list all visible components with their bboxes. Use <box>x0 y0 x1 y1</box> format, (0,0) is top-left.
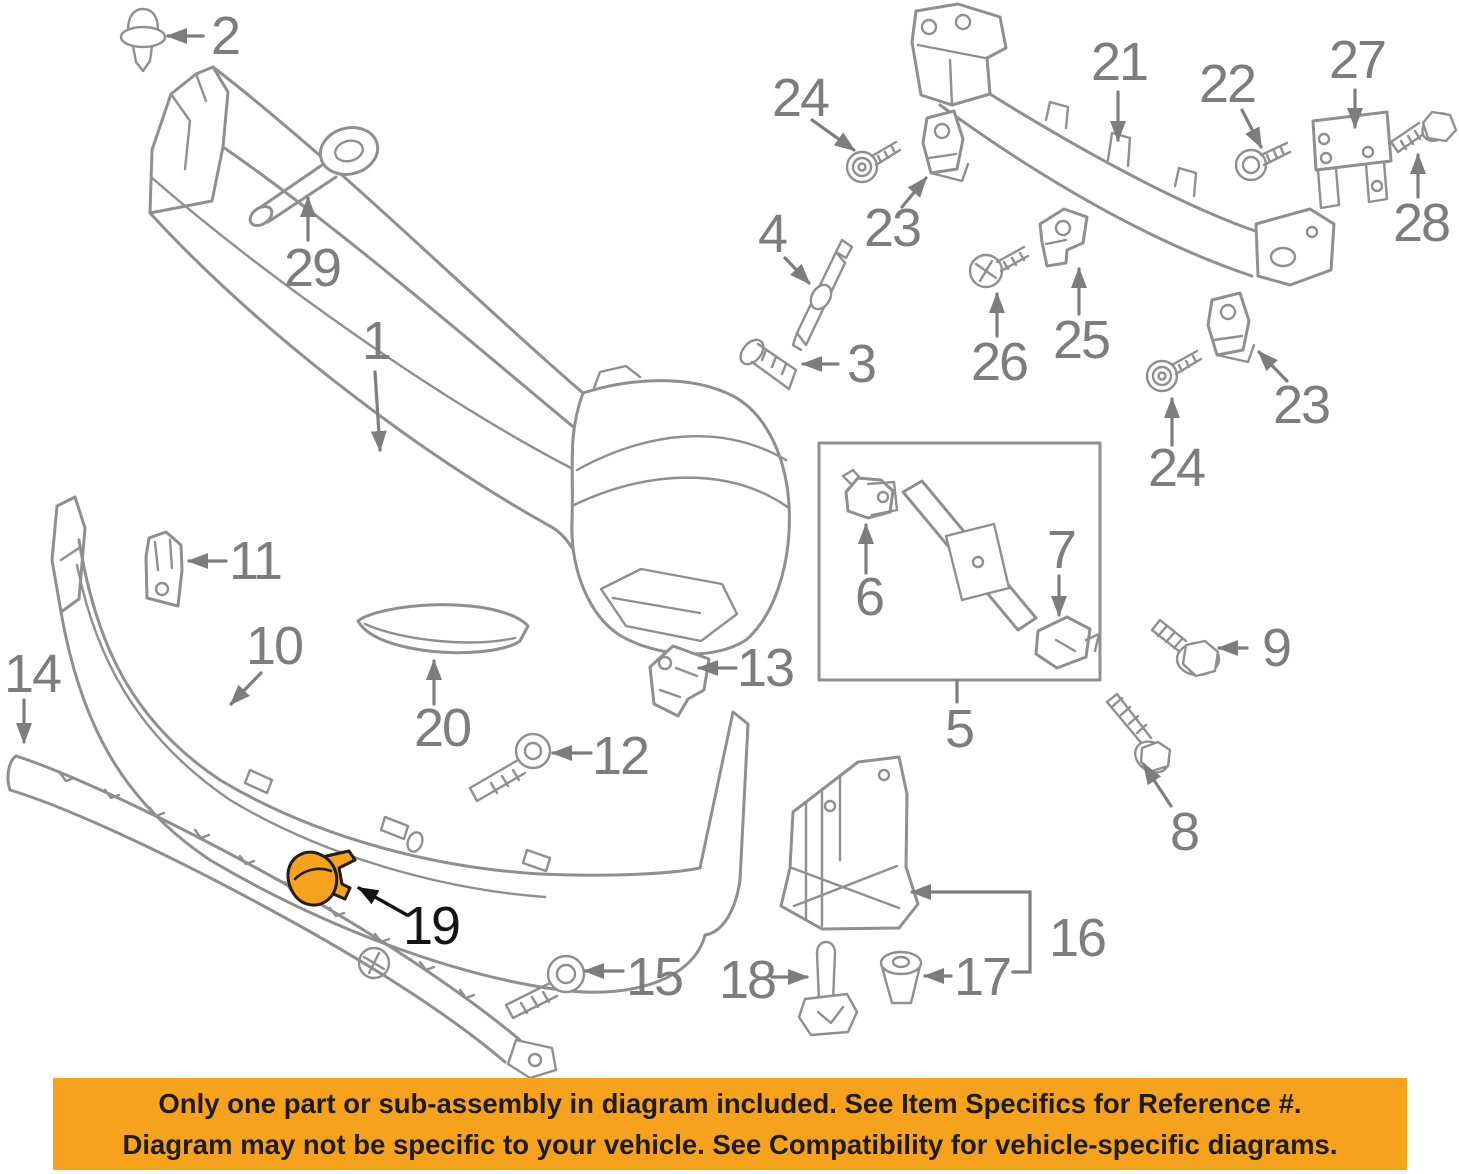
callout-14-label: 14 <box>4 644 61 704</box>
callout-21-label: 21 <box>1091 32 1147 92</box>
sensor-part-18-drawing <box>797 940 859 1037</box>
lower-trim-strip-part-14-drawing <box>6 754 558 1080</box>
bumper-cover-part-1-drawing <box>148 65 791 656</box>
screw-part-24-top-drawing <box>845 140 902 184</box>
bolt-part-12-drawing <box>468 732 552 803</box>
callout-3-label: 3 <box>847 334 875 394</box>
callout-11-label: 11 <box>229 531 281 591</box>
bumper-molding-part-20-drawing <box>356 603 530 655</box>
bracket-part-23-left-drawing <box>921 109 970 183</box>
disclaimer-line-2: Diagram may not be specific to your vehi… <box>122 1129 1338 1160</box>
pin-part-4-drawing <box>791 238 854 352</box>
callout-25-label: 25 <box>1053 310 1109 370</box>
callout-4-label: 4 <box>758 204 787 264</box>
bumper-lower-skirt-part-10-drawing <box>50 495 750 994</box>
screw-part-24-right-drawing <box>1145 349 1203 393</box>
callout-24-top-label: 24 <box>772 68 829 128</box>
callout-18-label: 18 <box>719 950 775 1010</box>
callout-12-label: 12 <box>592 726 648 786</box>
callout-16-label: 16 <box>1049 908 1105 968</box>
callout-28-label: 28 <box>1393 193 1449 253</box>
callout-27-label: 27 <box>1329 30 1385 90</box>
bolt-part-9-drawing <box>1150 618 1221 678</box>
push-clip-part-2-drawing <box>119 7 167 73</box>
bracket-part-23-right-drawing <box>1206 291 1256 364</box>
splash-shield-part-16-drawing <box>779 755 920 931</box>
callout-7-label: 7 <box>1047 520 1075 580</box>
callout-23-right-label: 23 <box>1273 375 1329 435</box>
callout-26-label: 26 <box>971 332 1027 392</box>
tow-hook-cover-part-19-highlighted <box>286 849 357 907</box>
tow-hook-part-29-drawing <box>248 126 380 228</box>
callout-13-label: 13 <box>737 638 793 698</box>
grommet-part-17-drawing <box>879 950 923 1005</box>
callout-23-left-label: 23 <box>864 198 920 258</box>
sub-assembly-box-5 <box>817 441 1102 704</box>
callout-8-label: 8 <box>1170 802 1198 862</box>
callout-leader-arrows <box>16 28 1426 985</box>
callout-24-right-label: 24 <box>1148 438 1205 498</box>
callout-5-label: 5 <box>945 699 973 759</box>
disclaimer-line-1: Only one part or sub-assembly in diagram… <box>158 1087 1302 1119</box>
callout-6-label: 6 <box>855 567 883 627</box>
bolt-part-28-drawing <box>1389 110 1458 154</box>
screw-part-26-drawing <box>968 245 1030 289</box>
callout-29-label: 29 <box>284 238 340 298</box>
rivet-part-3-drawing <box>739 338 798 391</box>
bolt-part-8-drawing <box>1105 692 1172 774</box>
callout-labels: 2 29 1 24 23 21 22 27 28 4 3 26 25 23 24… <box>4 6 1451 1010</box>
callout-15-label: 15 <box>626 947 682 1007</box>
impact-bar-part-21-drawing <box>910 2 1336 287</box>
callout-20-label: 20 <box>414 698 470 758</box>
callout-10-label: 10 <box>246 616 302 676</box>
bracket-part-25-drawing <box>1038 207 1089 268</box>
mount-plate-part-27-drawing <box>1311 110 1393 210</box>
clip-part-11-drawing <box>144 530 184 608</box>
disclaimer-banner: Only one part or sub-assembly in diagram… <box>53 1078 1407 1170</box>
callout-1-label: 1 <box>362 311 390 371</box>
screw-part-22-drawing <box>1234 141 1292 182</box>
callout-22-label: 22 <box>1199 54 1255 114</box>
callout-2-label: 2 <box>211 6 239 66</box>
callout-19-label-highlighted: 19 <box>403 896 459 956</box>
clip-part-13-drawing <box>648 644 711 718</box>
callout-9-label: 9 <box>1262 618 1290 678</box>
callout-17-label: 17 <box>954 947 1010 1007</box>
